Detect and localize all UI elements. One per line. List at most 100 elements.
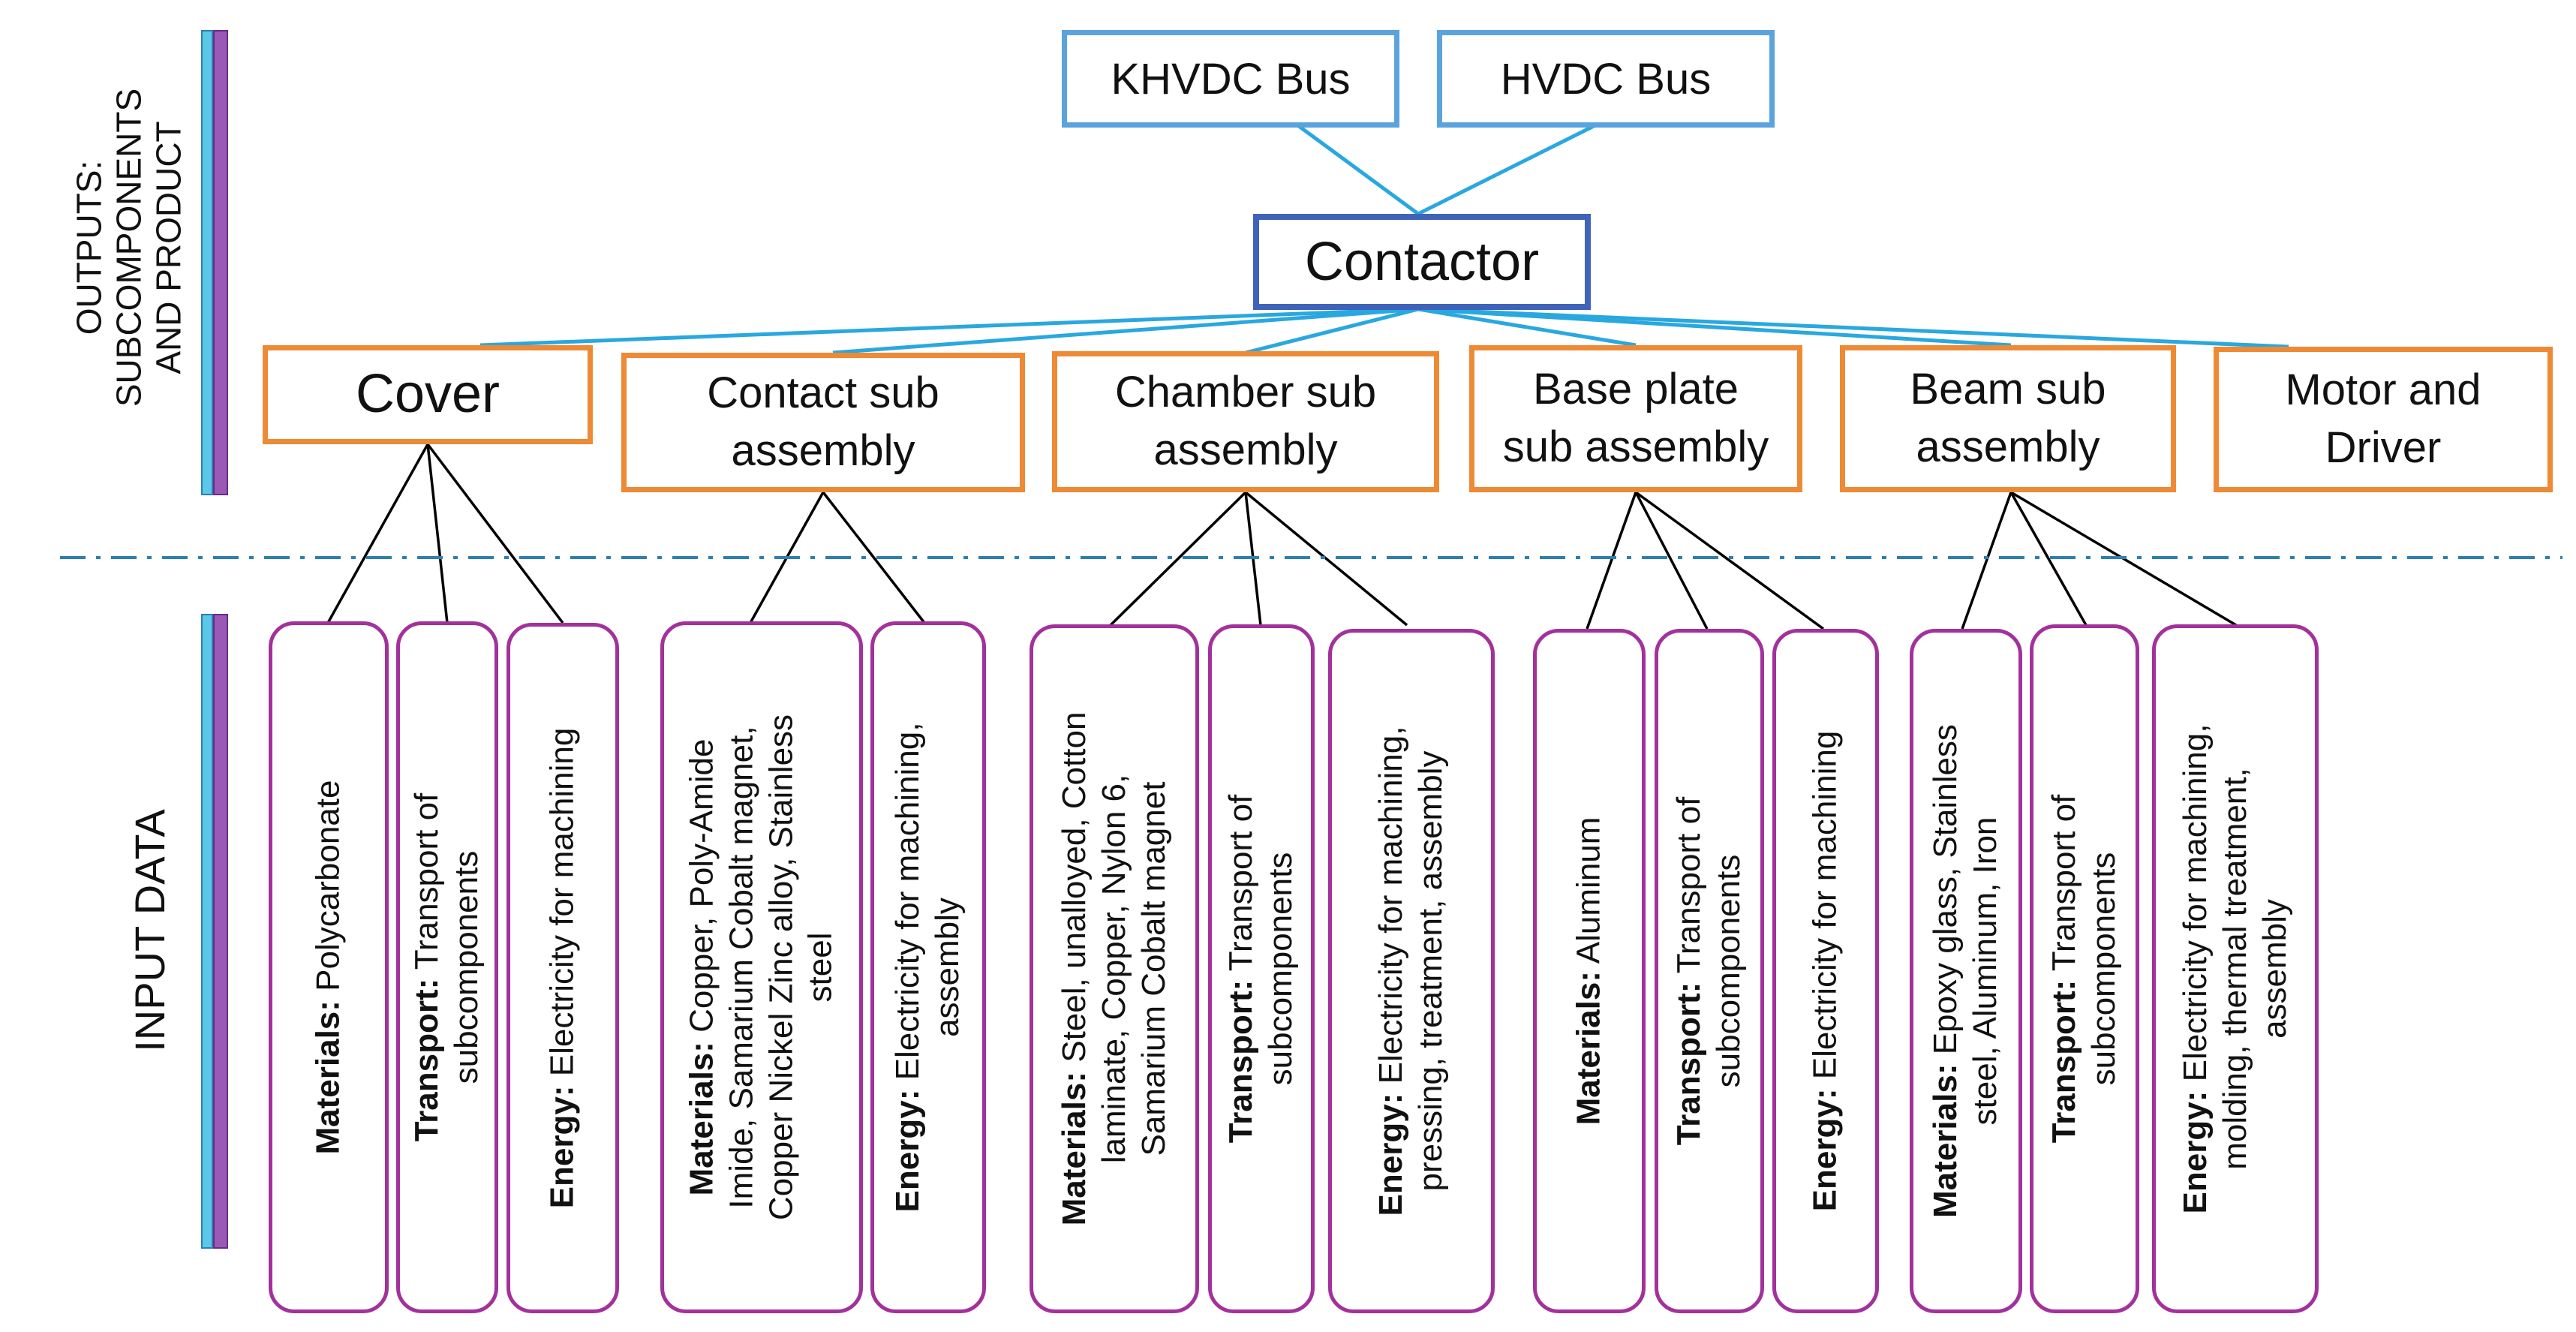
outputs-label-line-2: SUBCOMPONENTS — [109, 88, 149, 407]
input-line: steel, Aluminum, Iron — [1967, 816, 2003, 1126]
input-line: Electricity for machining, — [1372, 726, 1410, 1093]
outputs-side-bar-purple — [213, 30, 228, 495]
inputs-side-bar-purple — [213, 614, 228, 1249]
input-line: assembly — [929, 898, 966, 1037]
input-line: subcomponents — [1710, 854, 1747, 1088]
input-line: Transport of — [2045, 794, 2083, 980]
connector-contactor-baseplate — [1417, 307, 1637, 347]
input-line: Electricity for machining, — [889, 722, 927, 1090]
input-key: Transport: — [2045, 979, 2083, 1144]
subassembly-chamber-line-1: Chamber sub — [1114, 368, 1377, 417]
input-line: Electricity for machining — [543, 727, 581, 1086]
outputs-side-bar-blue — [201, 30, 213, 495]
input-key: Transport: — [1222, 979, 1260, 1144]
subassembly-baseplate-line-1: Base plate — [1532, 365, 1739, 414]
subassembly-cover: Cover — [263, 345, 593, 444]
input-key: Materials: — [1570, 971, 1607, 1126]
subassembly-beam: Beam sub assembly — [1840, 345, 2176, 492]
input-card-beam-energy: Energy: Electricity for machining,moldin… — [2152, 624, 2319, 1313]
input-key: Energy: — [2176, 1090, 2214, 1214]
input-line: Epoxy glass, Stainless — [1927, 724, 1964, 1064]
connector-contact-input-2 — [822, 491, 926, 624]
subassembly-beam-line-1: Beam sub — [1910, 365, 2106, 414]
connector-contactor-motor — [1417, 307, 2289, 349]
input-line: Transport of — [408, 792, 446, 979]
subassembly-chamber-line-2: assembly — [1153, 425, 1338, 474]
input-key: Materials: — [1055, 1072, 1093, 1226]
connector-beam-input-2 — [2009, 492, 2088, 626]
input-key: Energy: — [543, 1085, 581, 1209]
input-line: laminate, Copper, Nylon 6, — [1095, 774, 1132, 1164]
input-key: Materials: — [683, 1042, 720, 1196]
input-key: Transport: — [408, 978, 446, 1142]
input-line: Electricity for machining — [1806, 730, 1844, 1089]
outputs-label-line-1: OUTPUTS: — [69, 160, 109, 335]
input-key: Energy: — [889, 1089, 927, 1213]
inputs-section-label: INPUT DATA — [126, 809, 174, 1052]
subassembly-chamber: Chamber sub assembly — [1052, 351, 1439, 492]
input-line: subcomponents — [1262, 852, 1299, 1086]
subassembly-motor-line-1: Motor and — [2285, 365, 2481, 415]
input-key: Materials: — [309, 1000, 347, 1155]
subassembly-contact-line-1: Contact sub — [707, 368, 939, 418]
input-line: pressing, treatment, assembly — [1412, 750, 1449, 1192]
input-key: Energy: — [1806, 1088, 1844, 1212]
connector-chamber-input-3 — [1244, 491, 1408, 627]
subassembly-baseplate-line-2: sub assembly — [1502, 422, 1769, 471]
subassembly-baseplate: Base plate sub assembly — [1469, 345, 1802, 492]
input-line: steel — [801, 932, 839, 1003]
input-line: assembly — [2256, 899, 2293, 1039]
subassembly-motor: Motor and Driver — [2214, 347, 2553, 492]
connector-baseplate-input-1 — [1586, 492, 1637, 630]
input-line: Polycarbonate — [309, 780, 347, 1001]
input-line: Imide, Samarium Cobalt magnet, — [723, 726, 760, 1209]
input-line: molding, thermal treatment, — [2216, 768, 2253, 1170]
input-card-baseplate-materials: Materials: Aluminum — [1533, 629, 1646, 1313]
connector-cover-input-2 — [426, 443, 449, 624]
subassembly-motor-line-2: Driver — [2325, 423, 2442, 472]
connector-hvdc-contactor — [1417, 118, 1607, 216]
khvdc-bus-label: KHVDC Bus — [1111, 54, 1351, 104]
khvdc-bus-box: KHVDC Bus — [1062, 30, 1399, 128]
contactor-box: Contactor — [1253, 214, 1591, 310]
connector-cover-input-3 — [426, 443, 564, 624]
connector-contactor-cover — [479, 307, 1419, 347]
subassembly-contact: Contact sub assembly — [621, 353, 1025, 492]
hvdc-bus-box: HVDC Bus — [1437, 30, 1775, 128]
connector-khvdc-contactor — [1289, 118, 1420, 216]
input-line: Aluminum — [1570, 816, 1607, 971]
connector-beam-input-1 — [1961, 492, 2012, 630]
connector-baseplate-input-3 — [1634, 491, 1825, 630]
inputs-side-bar-blue — [201, 614, 213, 1249]
subassembly-contact-line-2: assembly — [731, 426, 915, 475]
input-line: Transport of — [1222, 794, 1260, 980]
input-line: Steel, unalloyed, Cotton — [1055, 711, 1093, 1072]
input-line: Copper Nickel Zinc alloy, Stainless — [762, 714, 799, 1221]
hvdc-bus-label: HVDC Bus — [1500, 54, 1712, 104]
input-card-cover-materials: Materials: Polycarbonate — [269, 621, 389, 1313]
connector-baseplate-input-2 — [1634, 492, 1709, 630]
connector-chamber-input-1 — [1109, 491, 1247, 627]
input-line: Samarium Cobalt magnet — [1135, 781, 1172, 1156]
subassembly-cover-label: Cover — [355, 364, 500, 425]
input-card-cover-energy: Energy: Electricity for machining — [506, 623, 619, 1313]
input-card-chamber-energy: Energy: Electricity for machining,pressi… — [1328, 629, 1495, 1313]
connector-contactor-chamber — [1245, 307, 1419, 355]
input-card-baseplate-energy: Energy: Electricity for machining — [1772, 629, 1879, 1313]
input-line: Electricity for machining, — [2176, 723, 2214, 1091]
inputs-label: INPUT DATA — [125, 809, 173, 1052]
outputs-section-label: OUTPUTS: SUBCOMPONENTS AND PRODUCT — [70, 89, 189, 407]
outputs-label-line-3: AND PRODUCT — [149, 121, 188, 374]
input-key: Energy: — [1372, 1093, 1410, 1216]
input-key: Transport: — [1670, 982, 1708, 1146]
connector-cover-input-1 — [326, 443, 429, 624]
